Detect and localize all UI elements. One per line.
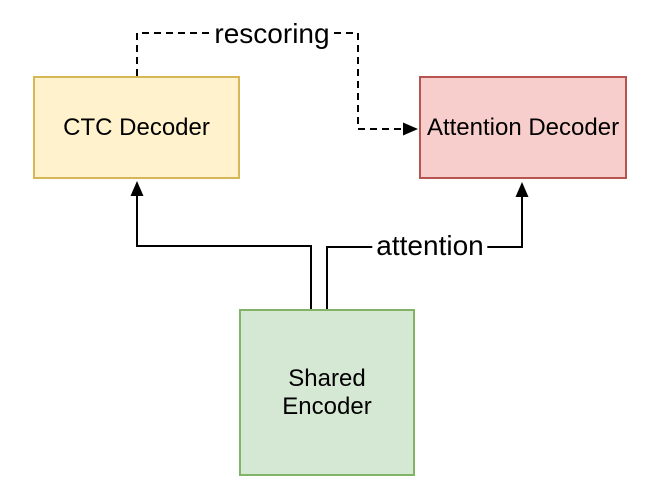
node-ctc-decoder-label: CTC Decoder (63, 113, 210, 141)
edge-label-rescoring: rescoring (210, 18, 334, 50)
edge-attention-arrowhead-icon (515, 182, 529, 197)
edge-label-attention: attention (372, 230, 488, 262)
node-attention-decoder: Attention Decoder (419, 76, 627, 179)
node-shared-encoder-label: Shared Encoder (282, 364, 372, 420)
edge-encoder-to-ctc-line (136, 196, 312, 309)
node-ctc-decoder: CTC Decoder (33, 76, 240, 179)
node-shared-encoder: Shared Encoder (239, 309, 415, 476)
edge-encoder-to-ctc-arrowhead-icon (130, 181, 144, 196)
edge-rescoring-line (136, 32, 403, 130)
node-attention-decoder-label: Attention Decoder (426, 113, 620, 141)
edge-rescoring-arrowhead-icon (403, 122, 418, 136)
